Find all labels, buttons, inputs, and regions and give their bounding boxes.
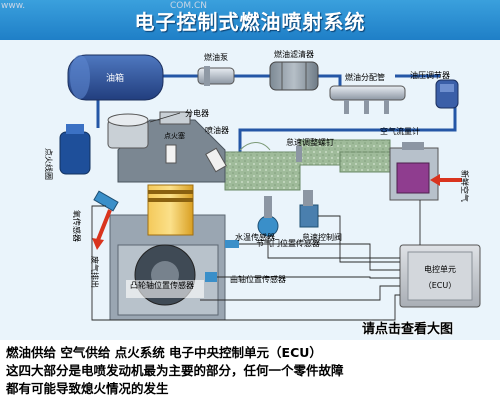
camshaft-sensor-label: 凸轮轴位置传感器 — [130, 280, 194, 290]
distributor-label: 分电器 — [185, 108, 209, 118]
coolant-sensor-label: 水温传感器 — [235, 232, 275, 242]
ignition-coil: 点火线圈 — [44, 124, 91, 180]
injector-label: 喷油器 — [205, 125, 229, 135]
distributor: 分电器 — [107, 108, 209, 149]
engine-block — [109, 111, 226, 321]
caption-line-1: 燃油供给 空气供给 点火系统 电子中央控制单元（ECU） — [6, 345, 322, 360]
watermark-right: COM.CN — [170, 1, 208, 11]
ecu-abbr: （ECU） — [424, 281, 457, 290]
idle-control-valve: 怠速控制阀 — [299, 190, 342, 242]
fuel-rail: 燃油分配管 — [329, 72, 406, 114]
fuel-rail-label: 燃油分配管 — [345, 72, 385, 82]
idle-valve-label: 怠速控制阀 — [302, 232, 342, 242]
spark-plug: 点火塞 — [164, 131, 185, 164]
fuel-filter-label: 燃油滤清器 — [274, 49, 314, 59]
pressure-regulator: 油压调节器 — [410, 70, 459, 109]
fuel-pump-label: 燃油泵 — [204, 52, 228, 62]
view-larger-link[interactable]: 请点击查看大图 — [362, 322, 454, 337]
ecu-unit: 电控单元 （ECU） — [399, 244, 481, 308]
ecu-label: 电控单元 — [424, 264, 456, 274]
idle-screw-label: 怠速调整螺钉 — [286, 137, 334, 147]
caption-line-3: 都有可能导致熄火情况的发生 — [6, 381, 169, 396]
sensor-wiring — [91, 200, 421, 321]
spark-plug-label: 点火塞 — [164, 131, 185, 140]
title-band — [0, 0, 500, 40]
camshaft-label-bg — [126, 280, 204, 298]
fuel-tank: 油箱 — [67, 54, 164, 101]
oxygen-sensor-label: 氧传感器 — [72, 210, 82, 242]
ignition-coil-label: 点火线圈 — [44, 148, 54, 180]
air-flow-meter-label: 空气流量计 — [380, 126, 420, 136]
caption-text: 燃油供给 空气供给 点火系统 电子中央控制单元（ECU） 这四大部分是电喷发动机… — [6, 344, 496, 398]
fresh-air-label-1: 新鲜空气 — [460, 170, 470, 202]
fuel-lines — [96, 74, 457, 160]
fuel-injector: 喷油器 — [205, 125, 229, 173]
coolant-temp-sensor: 水温传感器 — [225, 232, 275, 248]
watermark-left: www. — [1, 1, 26, 11]
throttle-sensor-label-1: 节气门位置传感器 — [256, 238, 320, 248]
fuel-filter: 燃油滤清器 — [269, 49, 319, 91]
exhaust-outlet: 废气排出 — [90, 209, 112, 288]
fuel-tank-label: 油箱 — [106, 72, 124, 84]
oxygen-sensor: 氧传感器 — [72, 190, 119, 242]
caption-line-2: 这四大部分是电喷发动机最为主要的部分，任何一个零件故障 — [6, 363, 344, 378]
crankshaft-sensor: 曲轴位置传感器 — [205, 272, 286, 284]
exhaust-label: 废气排出 — [90, 256, 100, 288]
crankshaft-sensor-label: 曲轴位置传感器 — [230, 274, 286, 284]
air-flow-meter: 空气流量计 新鲜空气 — [380, 126, 470, 202]
idle-screw: 怠速调整螺钉 — [286, 137, 334, 162]
fuel-pump: 燃油泵 — [197, 52, 235, 86]
page-title: 电子控制式燃油喷射系统 — [134, 10, 366, 34]
pressure-regulator-label: 油压调节器 — [410, 70, 450, 80]
